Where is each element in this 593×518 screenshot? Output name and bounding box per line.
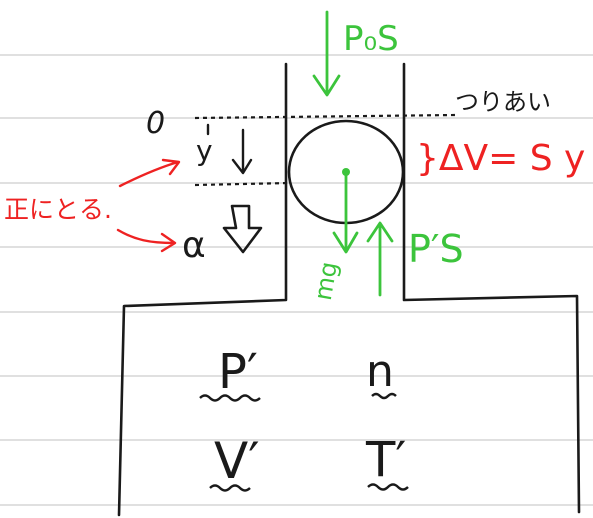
alpha-hollow-arrow [222, 204, 263, 254]
ball-center-dot [342, 168, 350, 176]
red-pointer-arrow-upper [118, 158, 181, 188]
n-label: n [366, 346, 394, 397]
squiggle-n [371, 392, 397, 400]
tsuriai-label: つりあい [455, 88, 551, 116]
mg-force-arrow [332, 174, 359, 254]
seitoru-label: 正にとる. [4, 195, 112, 224]
squiggle-v [209, 484, 251, 492]
v-prime-label: V′ [214, 432, 260, 490]
squiggle-p [199, 394, 261, 402]
alpha-label: α [182, 225, 206, 266]
ps-label: P′S [408, 227, 464, 271]
y-label: y [196, 134, 213, 167]
ps-force-arrow [366, 221, 394, 297]
p-prime-label: P′ [218, 344, 258, 400]
origin-label: 0 [146, 106, 165, 141]
pos-force-arrow [312, 10, 341, 97]
t-prime-label: T′ [365, 432, 406, 488]
container-outline [117, 62, 581, 517]
equilibrium-dotted-line [194, 113, 456, 120]
red-pointer-arrow-lower [116, 228, 177, 253]
pos-label: P₀S [343, 19, 399, 59]
delta-v-label: }ΔV= S y [416, 138, 585, 179]
ruled-lines [0, 54, 593, 506]
y-down-arrow [206, 123, 253, 175]
mg-label: mg [309, 259, 343, 302]
squiggle-t [367, 483, 409, 491]
